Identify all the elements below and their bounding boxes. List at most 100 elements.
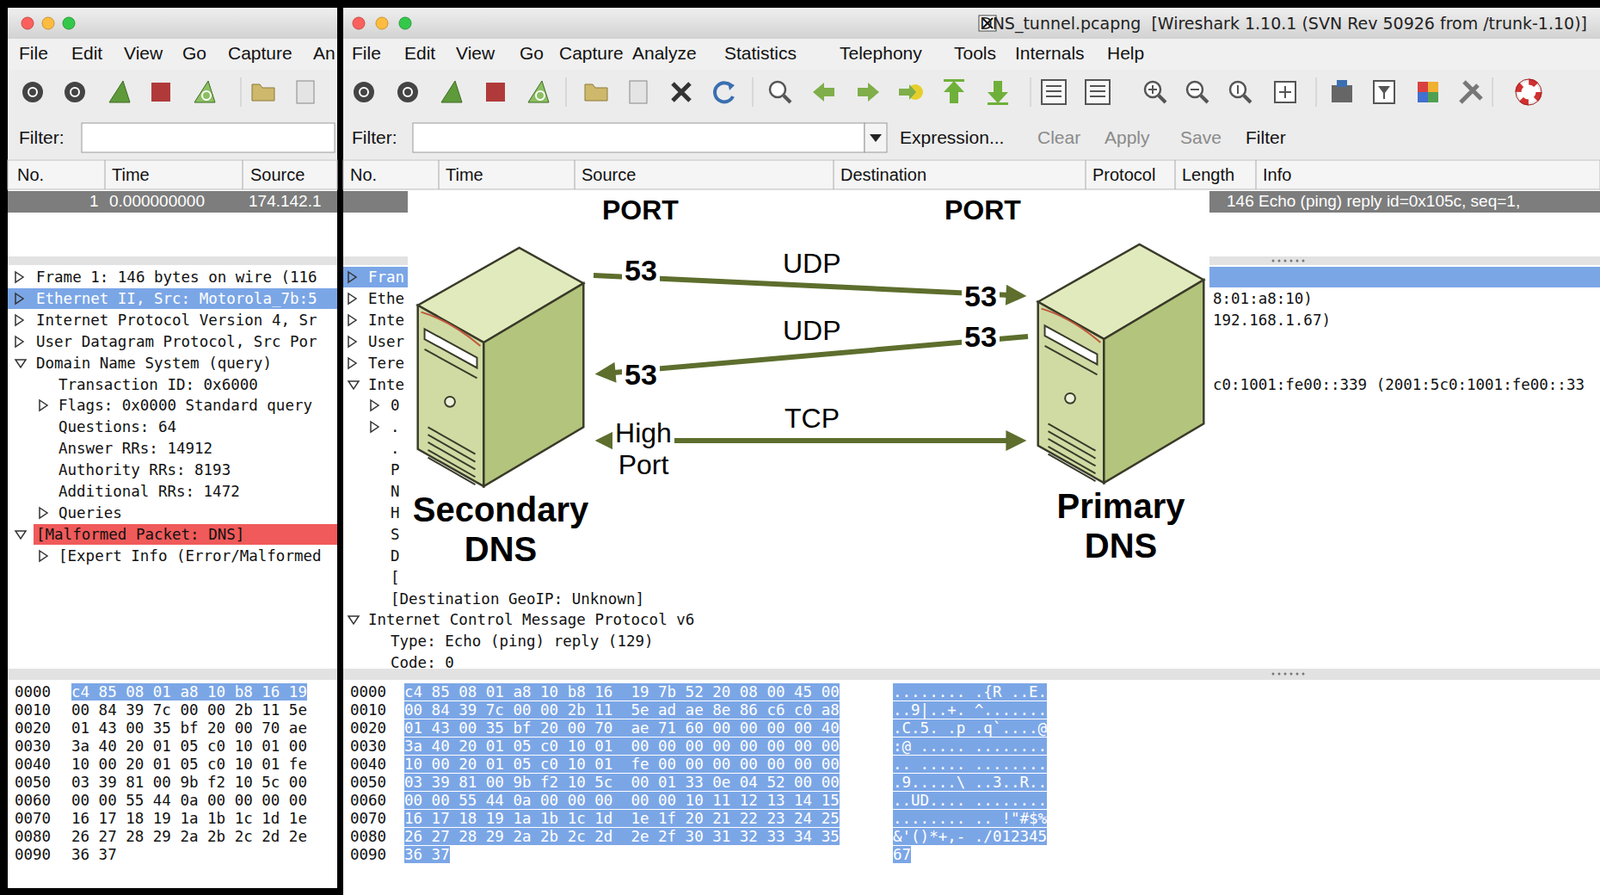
hex-offset: 0090 — [14, 845, 51, 863]
window-title: DNS_tunnel.pcapng [Wireshark 1.10.1 (SVN… — [979, 13, 1588, 33]
filter-label: Filter: — [18, 127, 65, 148]
hex-offset: 0010 — [350, 701, 387, 719]
toolbar-icon — [584, 84, 608, 101]
menu-item: Analyze — [632, 43, 697, 64]
tree-item: Inte — [368, 375, 405, 394]
toolbar-icon — [1331, 80, 1353, 103]
hex-ascii: ..9|..+. ^....... — [892, 701, 1047, 719]
hex-ascii: .. ..... ........ — [892, 755, 1047, 773]
column-header: Destination — [840, 165, 927, 185]
hex-ascii: &'()*+,- ./012345 — [892, 827, 1047, 845]
toolbar-icon — [943, 79, 965, 104]
column-header: Time — [111, 165, 150, 185]
tree-item: . — [390, 418, 400, 436]
hex-ascii: ..UD.... ........ — [892, 791, 1047, 809]
hex-bytes: 10 00 20 01 05 c0 10 01 fe — [71, 755, 308, 773]
port-number: 53 — [621, 253, 660, 288]
menu-item: Tools — [953, 43, 997, 64]
toolbar-icon — [486, 82, 505, 102]
hex-bytes: 10 00 20 01 05 c0 10 01 fe 00 00 00 00 0… — [404, 755, 840, 773]
toolbar-icon — [1417, 81, 1439, 103]
hex-offset: 0070 — [350, 809, 387, 827]
hex-bytes: 26 27 28 29 2a 2b 2c 2d 2e — [71, 827, 308, 845]
tree-item: Answer RRs: 14912 — [58, 439, 213, 457]
tree-item: Authority RRs: 8193 — [58, 461, 231, 479]
protocol-label: UDP — [781, 314, 844, 347]
menu-item: File — [18, 43, 49, 64]
filter-button: Clear — [1037, 127, 1081, 148]
packet-cell: 0.000000000 — [109, 191, 205, 211]
hex-bytes: 26 27 28 29 2a 2b 2c 2d 2e 2f 30 31 32 3… — [404, 827, 840, 845]
hex-bytes: 16 17 18 19 1a 1b 1c 1d 1e 1f 20 21 22 2… — [404, 809, 840, 827]
hex-bytes: 00 00 55 44 0a 00 00 00 00 — [71, 791, 308, 809]
hex-offset: 0090 — [350, 845, 387, 863]
hex-offset: 0060 — [14, 791, 51, 809]
column-header: Protocol — [1092, 165, 1156, 185]
tree-item: Type: Echo (ping) reply (129) — [390, 632, 654, 650]
column-header: Length — [1181, 165, 1235, 185]
filter-label: Filter: — [351, 127, 398, 148]
toolbar-icon — [1460, 81, 1482, 103]
toolbar-icon — [629, 80, 647, 104]
hex-bytes: 01 43 00 35 bf 20 00 70 ae — [71, 719, 308, 737]
hex-ascii: :@ ..... ........ — [892, 737, 1047, 755]
server-name: Secondary DNS — [407, 489, 594, 569]
hex-ascii: ........ .. !"#$% — [892, 809, 1047, 827]
hex-ascii: .C.5. .p .q`....@ — [892, 719, 1047, 737]
tree-item: 192.168.1.67) — [1212, 311, 1331, 329]
hex-ascii: 67 — [892, 845, 911, 863]
tree-item: Inte — [368, 311, 405, 329]
toolbar-icon — [857, 82, 880, 102]
tree-item: Additional RRs: 1472 — [58, 482, 240, 500]
hex-offset: 0030 — [14, 737, 51, 755]
hex-bytes: c4 85 08 01 a8 10 b8 16 19 — [71, 683, 308, 701]
hex-bytes: 01 43 00 35 bf 20 00 70 ae 71 60 00 00 0… — [404, 719, 840, 737]
hex-offset: 0020 — [14, 719, 51, 737]
toolbar-icon — [1187, 81, 1208, 103]
menu-item: Help — [1107, 43, 1145, 64]
hex-offset: 0030 — [350, 737, 387, 755]
menu-item: View — [123, 43, 163, 64]
tree-item: 8:01:a8:10) — [1212, 289, 1313, 308]
column-header: Time — [445, 165, 484, 185]
menu-item: Internals — [1015, 43, 1085, 64]
tree-item: 0 — [390, 396, 400, 414]
toolbar-icon — [64, 81, 86, 103]
hex-bytes: 3a 40 20 01 05 c0 10 01 00 00 00 00 00 0… — [404, 737, 840, 755]
port-number: 53 — [961, 279, 1000, 314]
menu-item: Edit — [71, 43, 103, 64]
hex-offset: 0070 — [14, 809, 51, 827]
tree-item: c0:1001:fe00::339 (2001:5c0:1001:fe00::3… — [1212, 375, 1585, 394]
tree-item: Code: 0 — [390, 653, 455, 671]
server-icon — [414, 244, 587, 490]
protocol-label: TCP — [782, 402, 842, 435]
tree-item: Queries — [58, 504, 123, 522]
tree-item: [Malformed Packet: DNS] — [36, 525, 245, 543]
hex-offset: 0000 — [350, 683, 387, 701]
tree-item: User Datagram Protocol, Src Por — [36, 332, 318, 351]
tree-item: Fran — [368, 268, 405, 286]
tree-item: H — [390, 504, 400, 522]
tree-item: Ethe — [368, 289, 405, 308]
filter-button: Expression... — [899, 127, 1004, 148]
toolbar-icon — [151, 82, 171, 102]
protocol-label: UDP — [781, 247, 844, 280]
hex-ascii: ........ .{R ..E. — [892, 683, 1047, 701]
column-header: Source — [581, 165, 636, 185]
toolbar-icon — [812, 82, 835, 102]
toolbar-icon — [353, 81, 375, 103]
hex-bytes: 00 00 55 44 0a 00 00 00 00 00 10 11 12 1… — [404, 791, 840, 809]
server-name: Primary DNS — [1027, 486, 1214, 566]
menu-item: Go — [519, 43, 544, 64]
menu-item: Capture — [559, 43, 624, 64]
toolbar-icon — [769, 81, 791, 103]
hex-offset: 0040 — [14, 755, 51, 773]
port-number: 53 — [621, 357, 660, 392]
hex-offset: 0040 — [350, 755, 387, 773]
menu-item: File — [351, 43, 382, 64]
hex-bytes: 3a 40 20 01 05 c0 10 01 00 — [71, 737, 308, 755]
tree-item: Frame 1: 146 bytes on wire (116 — [36, 268, 318, 286]
hex-bytes: 00 84 39 7c 00 00 2b 11 5e ad ae 8e 86 c… — [404, 701, 840, 719]
menu-item: Go — [182, 43, 207, 64]
toolbar-icon — [252, 84, 275, 101]
